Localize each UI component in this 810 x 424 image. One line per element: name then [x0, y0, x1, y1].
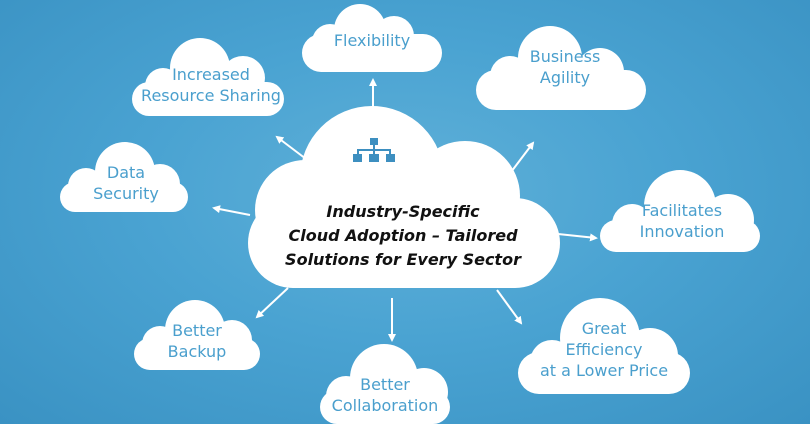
label-line: Business — [529, 47, 601, 66]
arrow-to-great-efficiency — [496, 289, 523, 325]
label-facilitates-innovation: Facilitates Innovation — [602, 200, 762, 242]
cloud-better-collaboration — [320, 344, 450, 424]
label-line: Security — [93, 184, 159, 203]
label-line: Efficiency — [565, 340, 643, 359]
label-line: Collaboration — [331, 396, 439, 415]
center-title: Industry-Specific Cloud Adoption – Tailo… — [258, 200, 548, 272]
cloud-data-security — [60, 142, 188, 212]
label-line: Resource Sharing — [141, 86, 281, 105]
cloud-facilitates-innovation — [600, 170, 760, 252]
arrow-to-facilitates-innovation — [557, 233, 598, 242]
label-line: Innovation — [639, 222, 725, 241]
satellite-clouds — [60, 4, 760, 424]
cloud-better-backup — [134, 300, 260, 370]
cloud-flexibility — [302, 4, 442, 72]
network-hierarchy-icon — [353, 138, 395, 162]
label-increased-resource-sharing: Increased Resource Sharing — [136, 64, 286, 106]
center-title-line: Industry-Specific — [326, 202, 480, 221]
label-great-efficiency: Great Efficiency at a Lower Price — [518, 318, 690, 381]
arrow-to-data-security — [212, 205, 251, 216]
label-line: Agility — [539, 68, 591, 87]
label-line: Better — [360, 375, 410, 394]
label-line: Facilitates — [641, 201, 723, 220]
cloud-great-efficiency — [518, 298, 690, 394]
central-cloud — [248, 106, 560, 288]
label-line: Data — [106, 163, 146, 182]
label-business-agility: Business Agility — [490, 46, 640, 88]
arrow-to-better-backup — [255, 287, 289, 319]
label-line: Increased — [172, 65, 250, 84]
label-flexibility: Flexibility — [302, 30, 442, 51]
center-title-line: Cloud Adoption – Tailored — [288, 226, 518, 245]
label-line: Flexibility — [333, 31, 411, 50]
cloud-business-agility — [476, 26, 646, 110]
cloud-resource-sharing — [132, 38, 284, 116]
label-line: Better — [172, 321, 222, 340]
label-better-backup: Better Backup — [134, 320, 260, 362]
label-data-security: Data Security — [62, 162, 190, 204]
label-line: Backup — [167, 342, 227, 361]
label-line: at a Lower Price — [539, 361, 669, 380]
label-line: Great — [581, 319, 627, 338]
label-better-collaboration: Better Collaboration — [318, 374, 452, 416]
center-title-line: Solutions for Every Sector — [285, 250, 521, 269]
